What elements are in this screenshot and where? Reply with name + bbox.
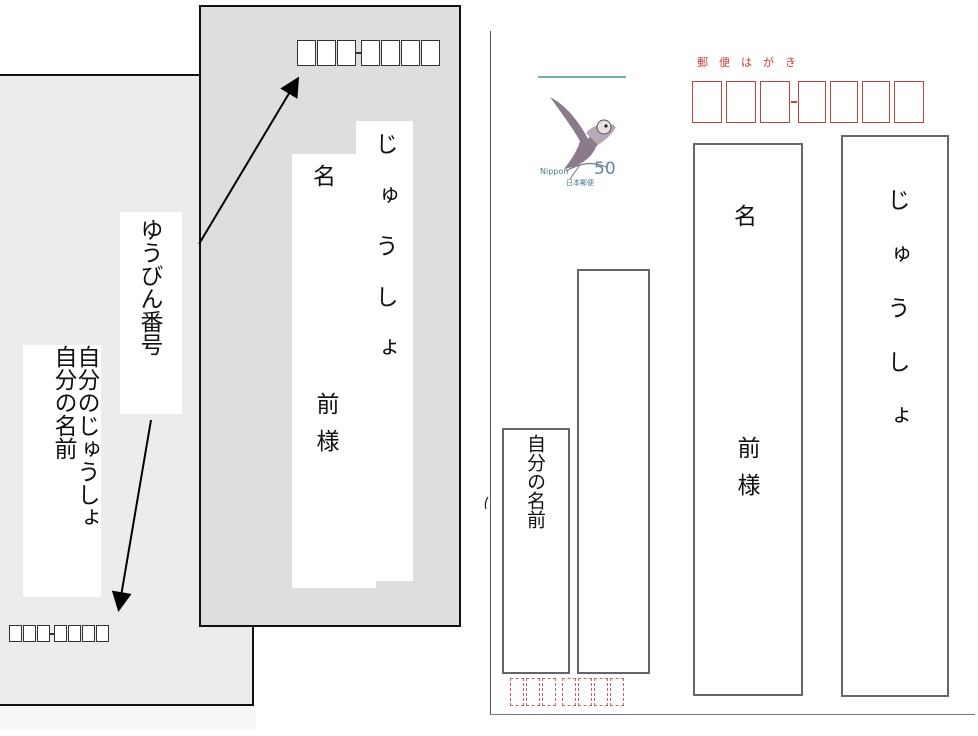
- postcard-name-box: [693, 143, 803, 696]
- zip-digit-box: [82, 625, 95, 642]
- sender-address-label: 自分のじゅうしょ: [73, 345, 99, 529]
- zip-digit-box: [760, 81, 790, 123]
- zip-digit-box: [726, 81, 756, 123]
- zip-hyphen: [356, 52, 361, 54]
- bird-stamp-icon: [538, 76, 626, 180]
- postcard-header: 郵便はがき: [697, 56, 807, 69]
- postcard-honorific: 前様: [733, 436, 759, 510]
- zip-digit-box: [54, 625, 67, 642]
- arrow-to-recipient-zip: [198, 76, 300, 245]
- zip-digit-box: [96, 625, 109, 642]
- zip-digit-box: [23, 625, 36, 642]
- zip-digit-box: [361, 40, 380, 66]
- zip-hyphen: [791, 101, 797, 103]
- postcard-address-box: [841, 135, 949, 697]
- zip-digit-box: [510, 678, 524, 706]
- zip-digit-box: [594, 678, 608, 706]
- zip-hyphen: [50, 633, 54, 635]
- zip-digit-box: [610, 678, 624, 706]
- zip-digit-box: [381, 40, 400, 66]
- stamp-issuer: 日本郵便: [566, 179, 594, 187]
- zip-digit-box: [798, 81, 826, 123]
- postal-code-callout: ゆうびん番号: [136, 218, 162, 356]
- zip-digit-box: [562, 678, 576, 706]
- name-column-bg: [292, 154, 376, 588]
- recipient-honorific: 前様: [312, 392, 338, 466]
- zip-digit-box: [862, 81, 890, 123]
- zip-digit-box: [578, 678, 592, 706]
- zip-digit-box: [421, 40, 440, 66]
- zip-digit-box: [317, 40, 336, 66]
- stamp-value: 50: [594, 159, 616, 179]
- zip-digit-box: [542, 678, 556, 706]
- postcard-sender-name-label: 自分の名前: [524, 434, 546, 529]
- envelope-back-flap: [0, 706, 256, 730]
- zip-digit-box: [37, 625, 50, 642]
- arrow-to-sender-zip: [111, 419, 152, 612]
- zip-digit-box: [68, 625, 81, 642]
- zip-digit-box: [9, 625, 22, 642]
- postage-stamp: Nippon 50 日本郵便: [536, 75, 628, 187]
- zip-digit-box: [692, 81, 722, 123]
- stamp-country: Nippon: [540, 167, 569, 176]
- zip-digit-box: [297, 40, 316, 66]
- sender-zip-boxes: [9, 625, 119, 645]
- callout-label-bg: [120, 212, 182, 414]
- recipient-name-char: 名: [313, 164, 336, 190]
- zip-digit-box: [830, 81, 858, 123]
- postcard-address-label: じゅうしょ: [883, 188, 909, 458]
- sender-label-text: 自分のじゅうしょ自分の名前: [27, 345, 99, 597]
- zip-digit-box: [337, 40, 356, 66]
- postcard-sender-name-box: [502, 428, 570, 674]
- recipient-zip-boxes: [297, 40, 447, 70]
- postcard-sender-zip-boxes: [510, 678, 650, 708]
- recipient-address-label: じゅうしょ: [371, 132, 397, 387]
- stray-mark: [484, 496, 489, 510]
- zip-digit-box: [894, 81, 924, 123]
- zip-digit-box: [526, 678, 540, 706]
- back-label-area: [23, 345, 101, 597]
- sender-name-label: 自分の名前: [50, 345, 76, 460]
- postcard-name-char: 名: [734, 204, 757, 230]
- zip-digit-box: [401, 40, 420, 66]
- postcard-sender-address-box: [577, 269, 650, 674]
- postcard-zip-boxes: [692, 81, 927, 125]
